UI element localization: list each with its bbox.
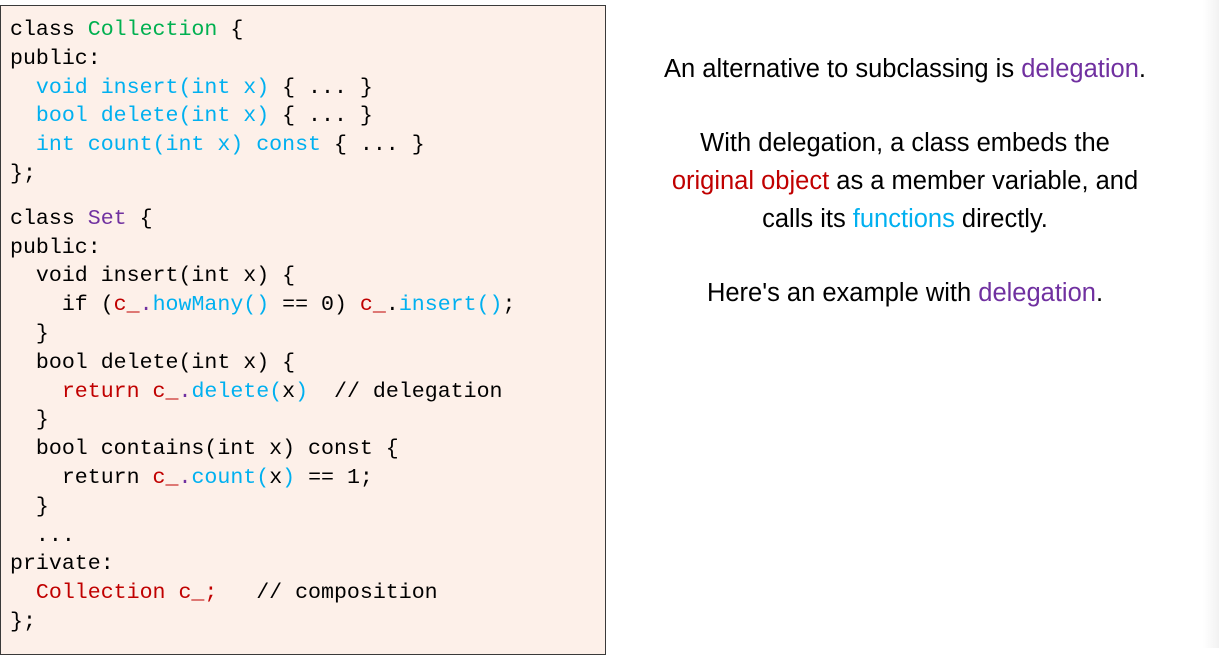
prose-token: delegation [978, 279, 1096, 307]
prose-token: directly. [954, 205, 1048, 233]
code-line: bool delete(int x) { ... } [10, 102, 515, 131]
code-token: x [269, 465, 283, 490]
code-token: }; [10, 609, 36, 634]
code-token: insert() [398, 293, 503, 318]
code-token: int count(int x) const [10, 133, 322, 158]
code-token: count( [191, 465, 270, 490]
code-token: Collection [87, 18, 218, 42]
code-token: void insert(int x) { [10, 264, 296, 289]
prose-token: An alternative to subclassing is [664, 55, 1022, 83]
code-token: private: [10, 552, 114, 577]
code-token: class [10, 18, 88, 42]
code-token: c_ [359, 293, 386, 318]
prose-line: calls its functions directly. [612, 200, 1198, 238]
code-token: . [178, 465, 192, 490]
code-panel: class Collection {public: void insert(in… [0, 5, 606, 655]
code-token: // composition [217, 581, 438, 606]
explanation-text: An alternative to subclassing is delegat… [612, 50, 1198, 312]
code-token: . [385, 293, 399, 318]
code-line: if (c_.howMany() == 0) c_.insert(); [10, 291, 516, 320]
code-line: bool delete(int x) { [10, 349, 515, 378]
code-token: // delegation [308, 379, 503, 404]
code-token [10, 380, 62, 404]
code-token: { [217, 18, 244, 42]
code-token: return [10, 465, 153, 490]
code-line: }; [10, 160, 515, 189]
code-token: if ( [10, 293, 114, 318]
code-token: class [10, 206, 88, 231]
code-token: delete( [191, 379, 283, 404]
code-line: public: [10, 234, 515, 263]
code-line: } [10, 493, 515, 522]
prose-token: With delegation, a class embeds the [700, 129, 1110, 157]
code-line: class Collection { [10, 16, 515, 45]
prose-token: as a member variable, and [829, 167, 1139, 195]
prose-token: delegation [1021, 55, 1139, 83]
code-token: { ... } [321, 133, 425, 158]
prose-token: Here's an example with [706, 279, 979, 307]
code-line: return c_.delete(x) // delegation [10, 378, 515, 407]
prose-line: With delegation, a class embeds the [612, 124, 1198, 162]
code-token: { ... } [269, 104, 373, 129]
paragraph-gap [612, 238, 1198, 274]
prose-line: Here's an example with delegation. [612, 274, 1198, 312]
code-token: c_ [113, 293, 140, 318]
prose-token: . [1095, 279, 1104, 307]
code-token: { ... } [269, 75, 373, 100]
code-line: void insert(int x) { [10, 262, 515, 291]
code-line: } [10, 406, 515, 435]
code-line: bool contains(int x) const { [10, 435, 515, 464]
code-token: . [139, 293, 153, 318]
code-line: int count(int x) const { ... } [10, 131, 515, 160]
code-token: bool delete(int x) [10, 104, 270, 129]
code-line: void insert(int x) { ... } [10, 74, 515, 103]
code-token [10, 581, 36, 605]
code-line: Collection c_; // composition [10, 579, 515, 608]
code-token: Collection c_; [35, 581, 218, 606]
code-line: }; [10, 608, 515, 637]
prose-token: . [1138, 55, 1146, 83]
code-token: } [10, 321, 49, 346]
code-token: public: [10, 46, 101, 71]
code-token: return c_ [61, 379, 179, 404]
code-token: public: [10, 235, 101, 260]
code-line: public: [10, 45, 515, 74]
code-token: bool delete(int x) { [10, 350, 296, 375]
prose-token: functions [852, 205, 955, 233]
code-token: Set [87, 206, 127, 231]
code-token: ... [10, 523, 75, 548]
code-token: }; [10, 161, 36, 186]
slide-edge-shadow [1203, 0, 1219, 648]
code-token: bool contains(int x) const { [10, 437, 399, 462]
code-spacer [10, 189, 515, 205]
code-token: . [178, 379, 192, 404]
code-line: } [10, 320, 515, 349]
prose-line: original object as a member variable, an… [612, 162, 1198, 200]
code-token: } [10, 494, 49, 519]
code-listing: class Collection {public: void insert(in… [10, 16, 515, 637]
code-line: ... [10, 522, 515, 551]
code-line: class Set { [10, 205, 515, 234]
code-token: == 0) [269, 293, 360, 318]
code-token: ) [282, 465, 296, 490]
code-token: } [10, 408, 49, 433]
prose-token: calls its [762, 205, 853, 233]
code-token: c_ [152, 465, 179, 490]
prose-token: original object [671, 167, 830, 195]
code-token: ; [502, 293, 516, 318]
paragraph-gap [612, 88, 1198, 124]
code-token: x [282, 379, 296, 404]
code-line: return c_.count(x) == 1; [10, 464, 515, 493]
code-line: private: [10, 550, 515, 579]
code-token: == 1; [295, 465, 373, 490]
code-token: ) [295, 379, 309, 404]
code-token: howMany() [152, 293, 270, 318]
prose-line: An alternative to subclassing is delegat… [612, 50, 1198, 88]
code-token: void insert(int x) [10, 75, 270, 100]
code-token: { [126, 206, 153, 231]
